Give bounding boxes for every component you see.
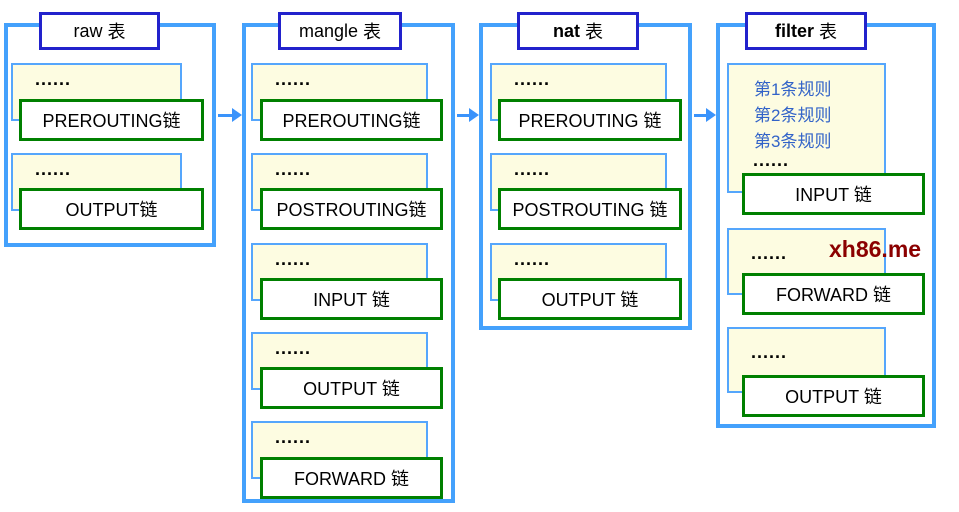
chain-label: FORWARD 链	[776, 285, 891, 305]
arrow-raw-to-mangle-head	[232, 108, 242, 122]
chain-label: PREROUTING 链	[518, 111, 662, 131]
table-suffix: 表	[819, 22, 837, 42]
chain-label: FORWARD 链	[294, 469, 409, 489]
chain-label: INPUT 链	[795, 185, 872, 205]
rule-item: 第3条规则	[754, 132, 832, 151]
chain-label: PREROUTING链	[282, 111, 421, 131]
ellipsis-text: ......	[35, 159, 72, 179]
ellipsis-text: ......	[275, 338, 312, 358]
mangle-input-chain-box: INPUT 链	[260, 278, 443, 320]
arrow-raw-to-mangle-line	[218, 114, 233, 117]
nat-postrouting-chain-box: POSTROUTING 链	[498, 188, 682, 230]
mangle-output-chain-box: OUTPUT 链	[260, 367, 443, 409]
filter-output-chain-box: OUTPUT 链	[742, 375, 925, 417]
arrow-nat-to-filter-line	[694, 114, 707, 117]
table-name: filter	[774, 20, 814, 41]
arrow-mangle-to-nat-line	[457, 114, 470, 117]
rule-item: 第1条规则	[754, 80, 832, 99]
chain-label: POSTROUTING 链	[512, 200, 668, 220]
rule-item: 第2条规则	[754, 106, 832, 125]
chain-label: PREROUTING链	[42, 111, 181, 131]
raw-output-chain-box: OUTPUT链	[19, 188, 204, 230]
raw-prerouting-chain-box: PREROUTING链	[19, 99, 204, 141]
ellipsis-text: ......	[751, 243, 788, 263]
mangle-prerouting-chain-box: PREROUTING链	[260, 99, 443, 141]
mangle-postrouting-chain-box: POSTROUTING链	[260, 188, 443, 230]
table-name: raw	[73, 20, 103, 41]
chain-label: POSTROUTING链	[276, 200, 427, 220]
nat-output-chain-box: OUTPUT 链	[498, 278, 682, 320]
filter-input-group: 第1条规则 第2条规则 第3条规则 ......	[727, 63, 886, 193]
chain-label: OUTPUT 链	[541, 290, 639, 310]
ellipsis-text: ......	[35, 69, 72, 89]
chain-label: OUTPUT 链	[303, 379, 400, 399]
chain-label: OUTPUT链	[65, 200, 158, 220]
ellipsis-text: ......	[751, 342, 788, 362]
watermark: xh86.me	[829, 236, 922, 262]
ellipsis-text: ......	[275, 159, 312, 179]
table-name: mangle	[298, 20, 359, 41]
filter-forward-chain-box: FORWARD 链	[742, 273, 925, 315]
table-suffix: 表	[107, 22, 126, 42]
ellipsis-text: ......	[275, 427, 312, 447]
filter-input-chain-box: INPUT 链	[742, 173, 925, 215]
chain-label: OUTPUT 链	[785, 387, 882, 407]
ellipsis-text: ......	[514, 249, 551, 269]
arrow-nat-to-filter-head	[706, 108, 716, 122]
rules-list: 第1条规则 第2条规则 第3条规则	[754, 77, 831, 155]
nat-prerouting-chain-box: PREROUTING 链	[498, 99, 682, 141]
table-suffix: 表	[585, 22, 603, 42]
table-suffix: 表	[363, 22, 382, 42]
ellipsis-text: ......	[753, 150, 790, 170]
ellipsis-text: ......	[275, 249, 312, 269]
mangle-forward-chain-box: FORWARD 链	[260, 457, 443, 499]
ellipsis-text: ......	[514, 159, 551, 179]
table-name: nat	[553, 20, 580, 41]
ellipsis-text: ......	[514, 69, 551, 89]
arrow-mangle-to-nat-head	[469, 108, 479, 122]
chain-label: INPUT 链	[313, 290, 390, 310]
ellipsis-text: ......	[275, 69, 312, 89]
